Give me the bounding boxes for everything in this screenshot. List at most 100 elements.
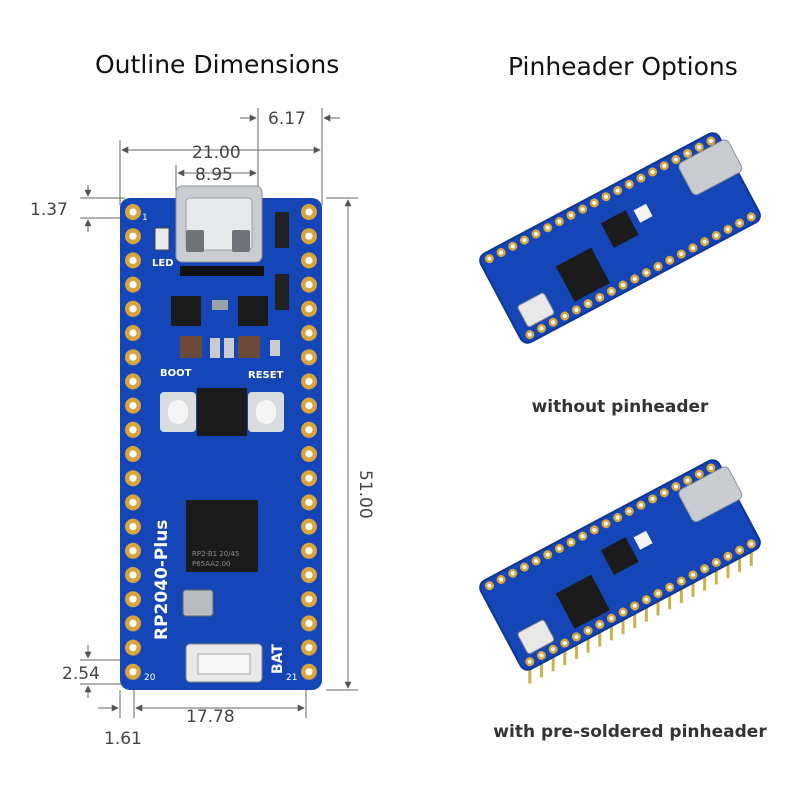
- pad-hole: [697, 145, 702, 150]
- pad-hole: [557, 219, 562, 224]
- pad-hole: [749, 541, 754, 546]
- header-pin: [703, 568, 707, 591]
- pad-hole: [569, 213, 574, 218]
- pad-hole: [522, 238, 527, 243]
- pad-hole: [305, 305, 313, 313]
- pad-hole: [129, 377, 137, 385]
- pad-hole: [632, 603, 637, 608]
- header-pin: [644, 599, 648, 622]
- pad-hole: [129, 281, 137, 289]
- header-pin: [749, 543, 753, 566]
- dim-edge-offset: 1.61: [104, 729, 142, 749]
- pad-hole: [129, 547, 137, 555]
- pad-hole: [129, 256, 137, 264]
- pad-hole: [662, 490, 667, 495]
- pad-hole: [551, 647, 556, 652]
- pad-hole: [562, 641, 567, 646]
- pad-hole: [305, 281, 313, 289]
- pad-hole: [534, 558, 539, 563]
- pad-hole: [305, 547, 313, 555]
- pad-hole: [690, 572, 696, 577]
- pad-hole: [527, 659, 532, 664]
- pad-hole: [650, 496, 655, 501]
- pad-hole: [305, 668, 313, 676]
- pad-hole: [545, 225, 550, 230]
- pad-hole: [655, 264, 661, 269]
- pad-hole: [662, 163, 667, 168]
- pinheader-options-heading: Pinheader Options: [508, 52, 738, 81]
- pad-hole: [534, 231, 539, 236]
- pad-hole: [580, 207, 585, 212]
- pad-hole: [129, 305, 137, 313]
- pad-hole: [551, 320, 556, 325]
- pad-hole: [574, 634, 579, 639]
- board-with-pinheader: [479, 459, 761, 684]
- caption-with-pinheader: with pre-soldered pinheader: [493, 722, 767, 742]
- pad-hole: [557, 546, 562, 551]
- pad-hole: [305, 377, 313, 385]
- pad-hole: [714, 233, 719, 238]
- pad-hole: [621, 610, 626, 615]
- header-pin: [621, 612, 625, 635]
- pad-hole: [603, 194, 609, 199]
- pad-hole: [725, 227, 730, 232]
- pad-hole: [129, 523, 137, 531]
- pad-hole: [129, 208, 137, 216]
- pad-hole: [574, 307, 579, 312]
- header-pin: [656, 593, 660, 616]
- board-name-label: RP2040-Plus: [152, 520, 172, 640]
- header-pin: [691, 574, 695, 597]
- pad-hole: [708, 465, 713, 470]
- pad-hole: [305, 595, 313, 603]
- header-pin: [551, 649, 555, 672]
- charger-chip: [238, 296, 268, 326]
- header-pin: [574, 636, 578, 659]
- pad-hole: [627, 182, 632, 187]
- pad-hole: [129, 668, 137, 676]
- pad-hole: [305, 353, 313, 361]
- pad-hole: [592, 527, 597, 532]
- pad-hole: [632, 276, 637, 281]
- header-pin: [679, 581, 683, 604]
- boot-label: BOOT: [160, 368, 192, 379]
- pad-hole: [305, 523, 313, 531]
- pad-hole: [621, 283, 626, 288]
- pad-hole: [129, 571, 137, 579]
- pad-hole: [702, 566, 707, 571]
- outline-dimensions-heading: Outline Dimensions: [95, 50, 340, 79]
- pad-hole: [609, 616, 614, 621]
- bat-label: BAT: [270, 644, 286, 674]
- pad-hole: [580, 534, 585, 539]
- dim-height: 51.00: [355, 470, 375, 519]
- pad-hole: [673, 157, 678, 162]
- header-pin: [609, 618, 613, 641]
- pad-hole: [714, 560, 719, 565]
- dim-row-span: 17.78: [186, 707, 235, 727]
- pad-hole: [305, 208, 313, 216]
- dim-usb-width: 8.95: [195, 165, 233, 185]
- dimension-lines: [80, 108, 358, 718]
- pad-hole: [305, 232, 313, 240]
- dim-top-offset: 1.37: [30, 200, 68, 220]
- pad-hole: [586, 628, 591, 633]
- pad-hole: [499, 577, 504, 582]
- boot-button: [160, 392, 196, 432]
- pad-hole: [305, 329, 313, 337]
- header-pin: [528, 661, 532, 684]
- pad-hole: [129, 426, 137, 434]
- header-pin: [563, 643, 567, 666]
- pad-hole: [305, 498, 313, 506]
- pad-hole: [638, 503, 643, 508]
- pad-hole: [562, 314, 567, 319]
- pad-hole: [685, 478, 690, 483]
- pad-hole: [644, 270, 649, 275]
- pad-hole: [129, 619, 137, 628]
- pad-hole: [650, 169, 655, 174]
- dim-pitch: 2.54: [62, 664, 100, 684]
- pad-hole: [305, 450, 313, 458]
- pad-hole: [603, 521, 609, 526]
- pad-hole: [655, 591, 661, 596]
- pad-hole: [673, 484, 678, 489]
- pad-hole: [667, 585, 672, 590]
- pad-hole: [597, 295, 602, 300]
